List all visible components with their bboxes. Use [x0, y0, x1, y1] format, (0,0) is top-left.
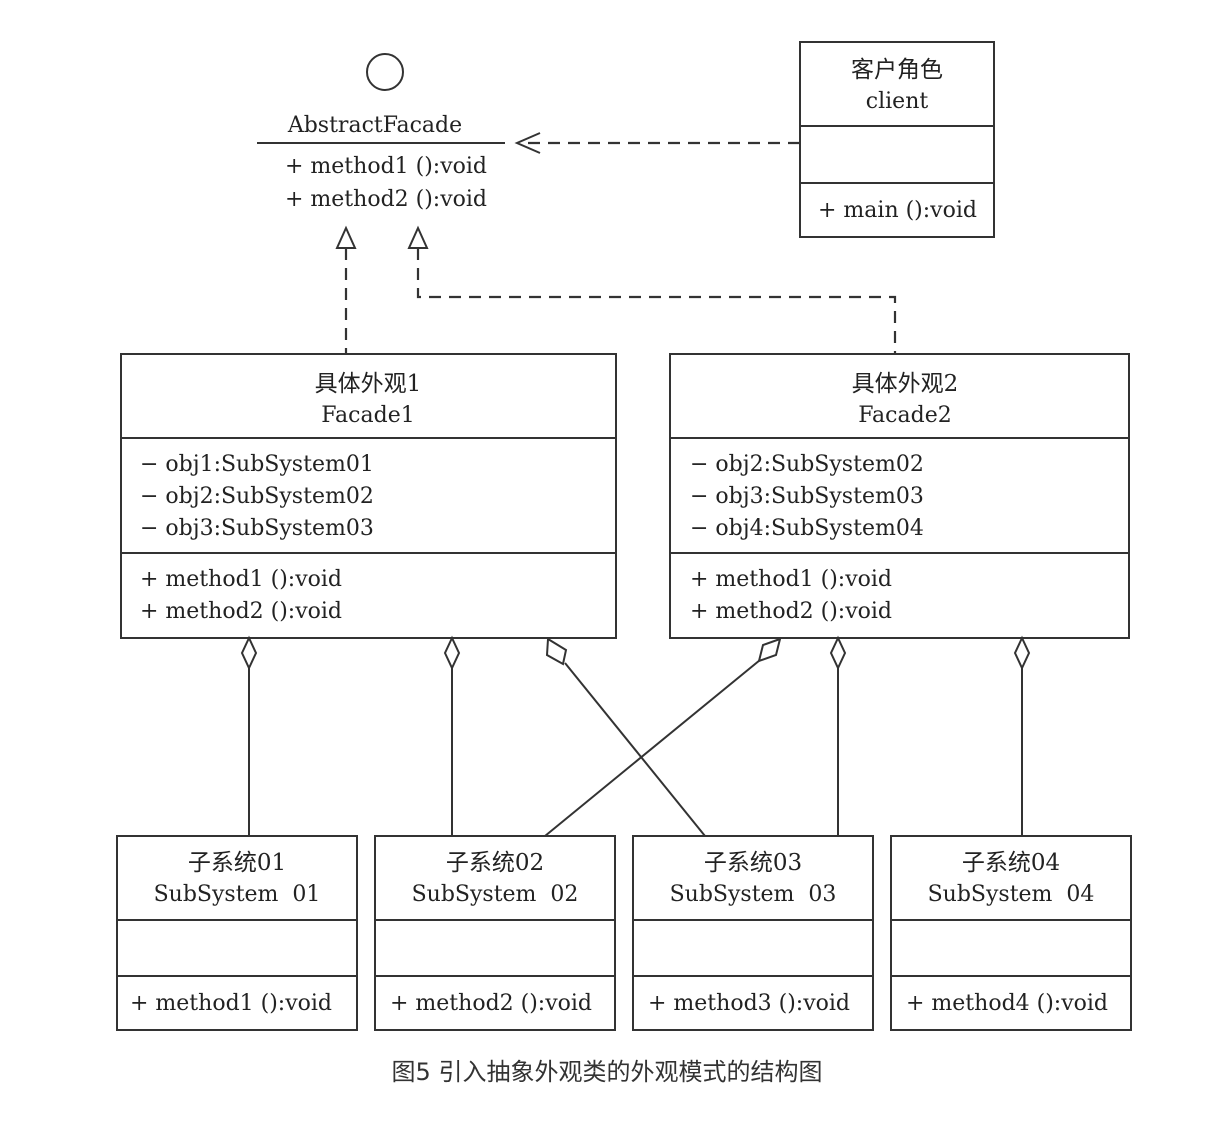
- interface-name: AbstractFacade: [287, 113, 462, 138]
- subsystem-04-class: 子系统04 SubSystem 04 + method4 ():void: [890, 835, 1132, 1031]
- facade2-method-2: + method2 ():void: [690, 599, 892, 624]
- aggregation-diamond-icon: [757, 637, 782, 663]
- figure-caption: 图5 引入抽象外观类的外观模式的结构图: [391, 1058, 823, 1086]
- abstract-facade-interface: AbstractFacade + method1 ():void + metho…: [257, 53, 505, 212]
- interface-method-2: + method2 ():void: [285, 187, 487, 212]
- subsystem-04-box: [890, 835, 1132, 1031]
- subsystem-03-method: + method3 ():void: [648, 991, 850, 1016]
- dependency-arrowhead-icon: [514, 132, 541, 154]
- subsystem-02-method: + method2 ():void: [390, 991, 592, 1016]
- subsystem-02-class: 子系统02 SubSystem 02 + method2 ():void: [374, 835, 616, 1031]
- client-class: 客户角色 client + main ():void: [799, 41, 995, 238]
- subsystem-03-box: [632, 835, 874, 1031]
- facade1-class: 具体外观1 Facade1 − obj1:SubSystem01 − obj2:…: [120, 353, 617, 639]
- facade2-name-cn: 具体外观2: [852, 371, 959, 397]
- subsystem-03-class: 子系统03 SubSystem 03 + method3 ():void: [632, 835, 874, 1031]
- subsystem-01-class: 子系统01 SubSystem 01 + method1 ():void: [116, 835, 358, 1031]
- aggregation-diamond-icon: [1013, 635, 1031, 671]
- aggregation-line-f1-s3: [564, 662, 706, 837]
- realization-line-2: [416, 248, 897, 354]
- subsystem-02-name-cn: 子系统02: [446, 850, 544, 876]
- subsystem-04-method: + method4 ():void: [906, 991, 1108, 1016]
- realization-facade1: [335, 225, 357, 354]
- facade1-method-1: + method1 ():void: [140, 567, 342, 592]
- subsystem-01-box: [116, 835, 358, 1031]
- aggregation-diamond-icon: [829, 635, 847, 671]
- realization-facade2: [407, 225, 897, 354]
- facade1-name: Facade1: [321, 403, 414, 428]
- subsystem-01-name: SubSystem 01: [154, 882, 321, 907]
- subsystem-02-name: SubSystem 02: [412, 882, 579, 907]
- facade2-method-1: + method1 ():void: [690, 567, 892, 592]
- client-method: + main ():void: [818, 198, 977, 223]
- aggregation-diamond-icon: [240, 635, 258, 671]
- realization-arrowhead-2-icon: [407, 225, 429, 249]
- subsystem-04-name: SubSystem 04: [928, 882, 1095, 907]
- facade1-name-cn: 具体外观1: [315, 371, 422, 397]
- interface-method-1: + method1 ():void: [285, 154, 487, 179]
- facade1-attr-2: − obj2:SubSystem02: [140, 484, 374, 509]
- subsystem-03-name: SubSystem 03: [670, 882, 837, 907]
- facade2-class: 具体外观2 Facade2 − obj2:SubSystem02 − obj3:…: [669, 353, 1130, 639]
- realization-arrowhead-1-icon: [335, 225, 357, 249]
- aggregation-line-f2-s2: [544, 659, 761, 837]
- facade2-attr-2: − obj3:SubSystem03: [690, 484, 924, 509]
- client-dependency: [514, 132, 800, 154]
- interface-lollipop-icon: [366, 53, 404, 91]
- client-name: client: [866, 89, 929, 114]
- facade2-attr-1: − obj2:SubSystem02: [690, 452, 924, 477]
- aggregation-diamond-icon: [443, 635, 461, 671]
- facade2-attr-3: − obj4:SubSystem04: [690, 516, 924, 541]
- facade1-box: [120, 353, 617, 639]
- subsystem-04-name-cn: 子系统04: [962, 850, 1060, 876]
- facade1-method-2: + method2 ():void: [140, 599, 342, 624]
- facade1-attr-1: − obj1:SubSystem01: [140, 452, 374, 477]
- client-box: [799, 41, 995, 238]
- facade1-attr-3: − obj3:SubSystem03: [140, 516, 374, 541]
- subsystem-02-box: [374, 835, 616, 1031]
- subsystem-01-name-cn: 子系统01: [188, 850, 286, 876]
- facade2-name: Facade2: [858, 403, 951, 428]
- subsystem-03-name-cn: 子系统03: [704, 850, 802, 876]
- client-name-cn: 客户角色: [851, 57, 943, 83]
- facade2-box: [669, 353, 1130, 639]
- aggregations: [240, 635, 1031, 837]
- aggregation-diamond-icon: [545, 637, 568, 666]
- subsystem-01-method: + method1 ():void: [130, 991, 332, 1016]
